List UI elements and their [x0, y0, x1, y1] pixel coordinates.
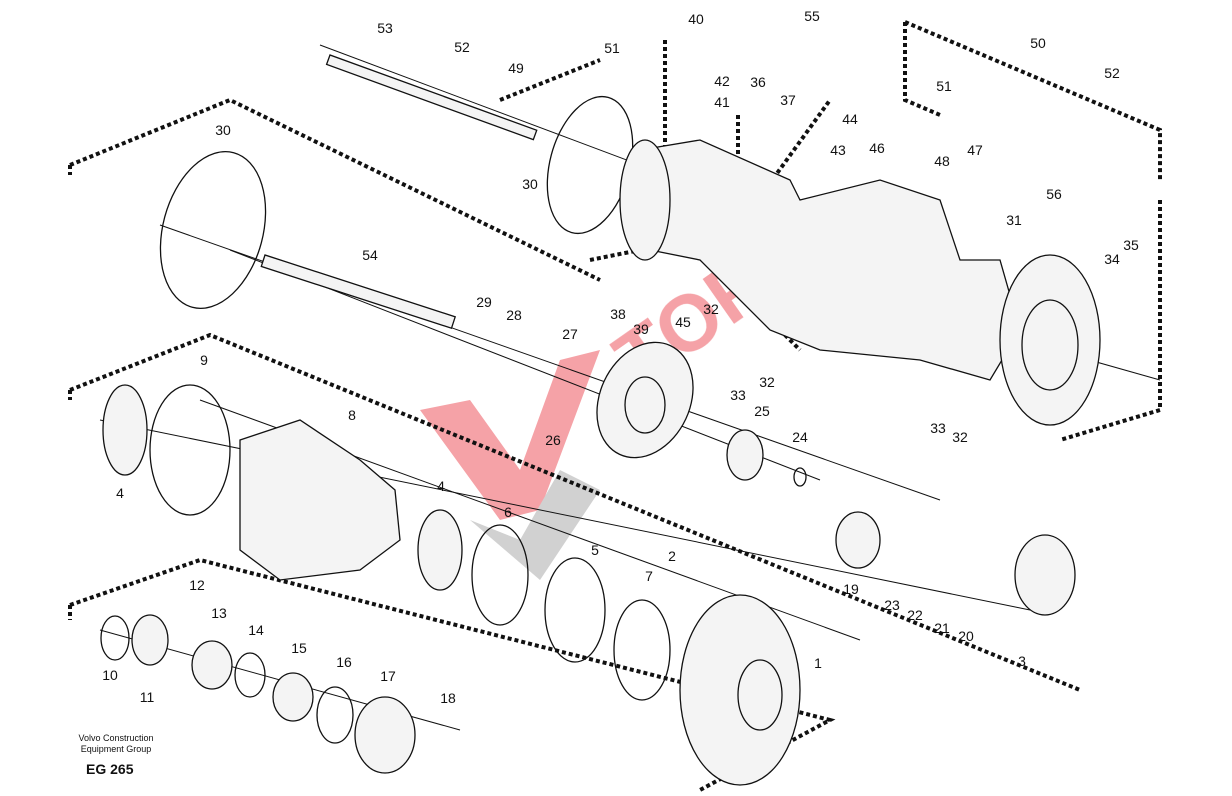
- callout: 32: [703, 301, 719, 317]
- washer-10: [100, 615, 130, 661]
- cover-17: [354, 696, 416, 774]
- planet-carrier-8: [239, 419, 401, 581]
- callout: 30: [522, 176, 538, 192]
- callout: 19: [843, 581, 859, 597]
- callout: 30: [215, 122, 231, 138]
- callout: 52: [1104, 65, 1120, 81]
- callout: 53: [377, 20, 393, 36]
- callout: 20: [958, 628, 974, 644]
- washer-24: [793, 467, 807, 487]
- footer-company-line2: Equipment Group: [80, 744, 152, 754]
- callout: 17: [380, 668, 396, 684]
- sun-gear-3: [1014, 534, 1076, 616]
- callout: 8: [348, 407, 356, 423]
- callout: 42: [714, 73, 730, 89]
- callout: 18: [440, 690, 456, 706]
- callout: 26: [545, 432, 561, 448]
- callout: 25: [754, 403, 770, 419]
- callout: 54: [362, 247, 378, 263]
- housing-flange: [999, 254, 1101, 426]
- snap-ring-9: [149, 384, 231, 516]
- shaft-53: [325, 54, 538, 141]
- callout: 10: [102, 667, 118, 683]
- o-ring-6: [471, 524, 529, 626]
- housing-flange-left: [619, 139, 671, 261]
- callout: 49: [508, 60, 524, 76]
- callout: 56: [1046, 186, 1062, 202]
- callout: 55: [804, 8, 820, 24]
- nut-13: [191, 640, 233, 690]
- callout: 32: [952, 429, 968, 445]
- callout: 50: [1030, 35, 1046, 51]
- gear-25: [726, 429, 764, 481]
- callout: 38: [610, 306, 626, 322]
- callout: 35: [1123, 237, 1139, 253]
- callout: 44: [842, 111, 858, 127]
- ring-5: [544, 557, 606, 663]
- callout: 33: [730, 387, 746, 403]
- callout: 33: [930, 420, 946, 436]
- callout: 46: [869, 140, 885, 156]
- bearing-4: [417, 509, 463, 591]
- callout: 5: [591, 542, 599, 558]
- callout: 1: [814, 655, 822, 671]
- callout: 23: [884, 597, 900, 613]
- callout: 45: [675, 314, 691, 330]
- callout: 12: [189, 577, 205, 593]
- callout: 52: [454, 39, 470, 55]
- callouts: 53 52 49 51 40 55 42 41 36 37 44 30 30 4…: [102, 8, 1139, 706]
- callout: 21: [934, 620, 950, 636]
- o-ring-30: [159, 150, 267, 310]
- callout: 34: [1104, 251, 1120, 267]
- callout: 41: [714, 94, 730, 110]
- callout: 2: [668, 548, 676, 564]
- nut-15: [272, 672, 314, 722]
- callout: 51: [936, 78, 952, 94]
- callout: 6: [504, 504, 512, 520]
- parts: [100, 54, 1101, 786]
- callout: 32: [759, 374, 775, 390]
- callout: 14: [248, 622, 264, 638]
- callout: 15: [291, 640, 307, 656]
- callout: 40: [688, 11, 704, 27]
- footer-group-code: EG 265: [86, 761, 134, 777]
- footer-company-line1: Volvo Construction: [78, 733, 154, 743]
- callout: 24: [792, 429, 808, 445]
- callout: 22: [907, 607, 923, 623]
- callout: 4: [116, 485, 124, 501]
- callout: 37: [780, 92, 796, 108]
- washer-14: [234, 652, 266, 698]
- callout: 16: [336, 654, 352, 670]
- callout: 13: [211, 605, 227, 621]
- gear-19: [835, 511, 881, 569]
- brake-26: [596, 341, 694, 459]
- callout: 9: [200, 352, 208, 368]
- callout: 3: [1018, 653, 1026, 669]
- shaft-54: [260, 254, 457, 330]
- hub-1: [679, 594, 801, 786]
- callout: 39: [633, 321, 649, 337]
- callout: 31: [1006, 212, 1022, 228]
- callout: 51: [604, 40, 620, 56]
- callout: 4: [437, 478, 445, 494]
- nut-11: [131, 614, 169, 666]
- callout: 43: [830, 142, 846, 158]
- callout: 11: [140, 689, 155, 705]
- callout: 48: [934, 153, 950, 169]
- o-ring-16: [316, 686, 354, 744]
- o-ring-7: [613, 599, 671, 701]
- callout: 7: [645, 568, 653, 584]
- callout: 29: [476, 294, 492, 310]
- footer: Volvo Construction Equipment Group EG 26…: [66, 733, 166, 777]
- callout: 47: [967, 142, 983, 158]
- callout: 27: [562, 326, 578, 342]
- callout: 28: [506, 307, 522, 323]
- callout: 36: [750, 74, 766, 90]
- seal-4: [102, 384, 148, 476]
